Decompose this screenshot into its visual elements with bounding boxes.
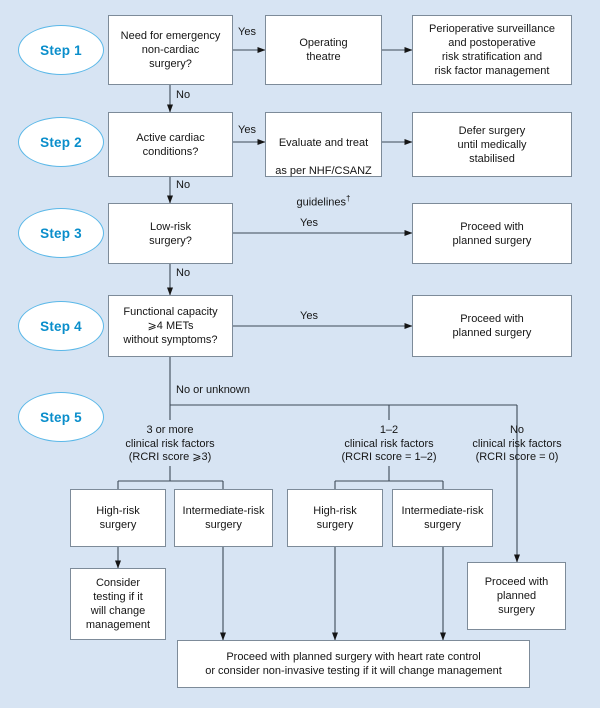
- edge-label-step1-no: No: [176, 89, 191, 101]
- step-badge-2: Step 2: [18, 117, 104, 167]
- box-step4-proceed: Proceed with planned surgery: [412, 295, 572, 357]
- edge-label-step2-yes: Yes: [238, 124, 256, 136]
- evaluate-line-3: guidelines†: [269, 192, 378, 210]
- dagger-footnote-marker: †: [346, 194, 351, 203]
- step-badge-label: Step 3: [40, 225, 82, 241]
- step-badge-5: Step 5: [18, 392, 104, 442]
- box-step3-decision: Low-risk surgery?: [108, 203, 233, 264]
- step-badge-label: Step 4: [40, 318, 82, 334]
- edge-label-step4-yes: Yes: [300, 310, 318, 322]
- box-proceed-no-risk-factors: Proceed with planned surgery: [467, 562, 566, 630]
- step-badge-label: Step 5: [40, 409, 82, 425]
- branch-label-one-to-two: 1–2 clinical risk factors (RCRI score = …: [341, 424, 437, 463]
- edge-label-step3-yes: Yes: [300, 217, 318, 229]
- box-evaluate-and-treat: Evaluate and treat as per NHF/CSANZ guid…: [265, 112, 382, 209]
- evaluate-line-2: as per NHF/CSANZ: [275, 165, 372, 177]
- box-operating-theatre: Operating theatre: [265, 15, 382, 85]
- box-consider-testing: Consider testing if it will change manag…: [70, 568, 166, 640]
- edge-label-step3-no: No: [176, 267, 191, 279]
- box-bottom-outcome: Proceed with planned surgery with heart …: [177, 640, 530, 688]
- step-badge-3: Step 3: [18, 208, 104, 258]
- box-high-risk-surgery-left: High-risk surgery: [70, 489, 166, 547]
- edge-label-step4-no: No or unknown: [176, 384, 250, 396]
- box-defer-surgery: Defer surgery until medically stabilised: [412, 112, 572, 177]
- step-badge-label: Step 1: [40, 42, 82, 58]
- step-badge-4: Step 4: [18, 301, 104, 351]
- box-step4-decision: Functional capacity ⩾4 METs without symp…: [108, 295, 233, 357]
- step-badge-1: Step 1: [18, 25, 104, 75]
- box-perioperative-surveillance: Perioperative surveillance and postopera…: [412, 15, 572, 85]
- step-badge-label: Step 2: [40, 134, 82, 150]
- branch-label-no-risk-factors: No clinical risk factors (RCRI score = 0…: [472, 424, 562, 463]
- box-step2-decision: Active cardiac conditions?: [108, 112, 233, 177]
- box-intermediate-risk-surgery-left: Intermediate-risk surgery: [174, 489, 273, 547]
- guidelines-text: guidelines: [296, 196, 347, 209]
- evaluate-line-1: Evaluate and treat: [278, 137, 369, 149]
- box-step3-proceed: Proceed with planned surgery: [412, 203, 572, 264]
- box-step1-decision: Need for emergency non-cardiac surgery?: [108, 15, 233, 85]
- edge-label-step1-yes: Yes: [238, 26, 256, 38]
- box-intermediate-risk-surgery-mid: Intermediate-risk surgery: [392, 489, 493, 547]
- branch-label-three-or-more: 3 or more clinical risk factors (RCRI sc…: [125, 424, 215, 463]
- box-high-risk-surgery-mid: High-risk surgery: [287, 489, 383, 547]
- edge-label-step2-no: No: [176, 179, 191, 191]
